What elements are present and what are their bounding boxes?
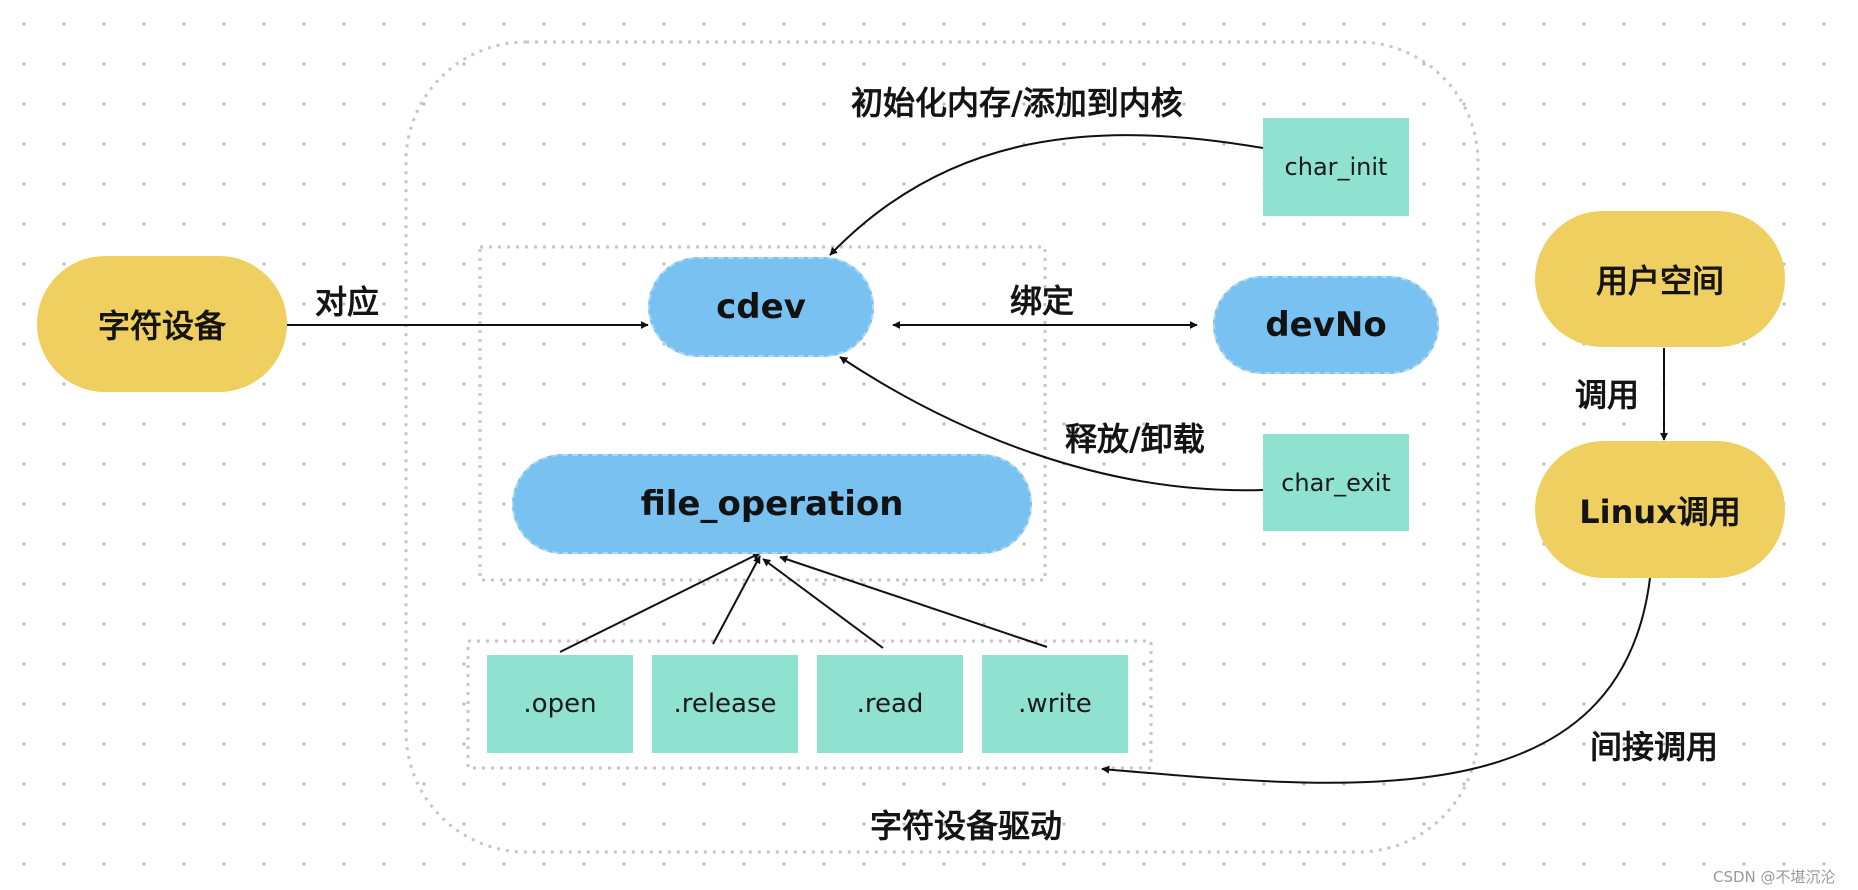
release-node: .release [652,655,798,753]
edge-label-bind: 绑定 [1010,282,1075,320]
edge-label-init-add: 初始化内存/添加到内核 [851,84,1183,122]
open-node: .open [487,655,633,753]
edge-linux-call-to-fops [1101,577,1651,784]
user-space-node: 用户空间 [1535,211,1785,347]
devno-label: devNo [1265,305,1387,345]
edge-release-to-fops [712,555,761,645]
char-init-node: char_init [1263,118,1409,216]
write-label: .write [1018,689,1092,719]
edge-write-to-fops [779,555,1048,648]
char-device-label: 字符设备 [97,307,226,345]
cdev-label: cdev [716,287,806,327]
devno-node: devNo [1213,276,1439,374]
edge-label-indirect-call: 间接调用 [1590,728,1719,766]
edge-label-call: 调用 [1575,376,1640,414]
inner-struct-group-border [478,245,1047,582]
linux-call-label: Linux调用 [1579,492,1741,531]
write-node: .write [982,655,1128,753]
open-label: .open [523,689,597,719]
char-exit-node: char_exit [1263,434,1409,531]
user-space-label: 用户空间 [1595,262,1724,300]
watermark: CSDN @不堪沉沦 [1713,868,1836,886]
edge-label-release-unload: 释放/卸载 [1065,420,1205,458]
file-operation-node: file_operation [512,454,1032,554]
release-label: .release [673,689,777,719]
file-operation-label: file_operation [640,484,904,524]
edge-read-to-fops [762,558,884,649]
linux-call-node: Linux调用 [1535,441,1785,578]
read-node: .read [817,655,963,753]
edge-label-correspond: 对应 [315,283,380,321]
edge-open-to-fops [559,552,761,653]
char-init-label: char_init [1284,153,1388,181]
driver-group-title: 字符设备驱动 [870,807,1063,845]
driver-group-border [404,40,1480,854]
read-label: .read [856,689,924,719]
edge-char-exit-to-cdev [839,356,1264,492]
cdev-node: cdev [648,257,874,357]
char-exit-label: char_exit [1281,468,1391,497]
char-device-node: 字符设备 [37,256,287,392]
edge-char-init-to-cdev [829,134,1264,256]
